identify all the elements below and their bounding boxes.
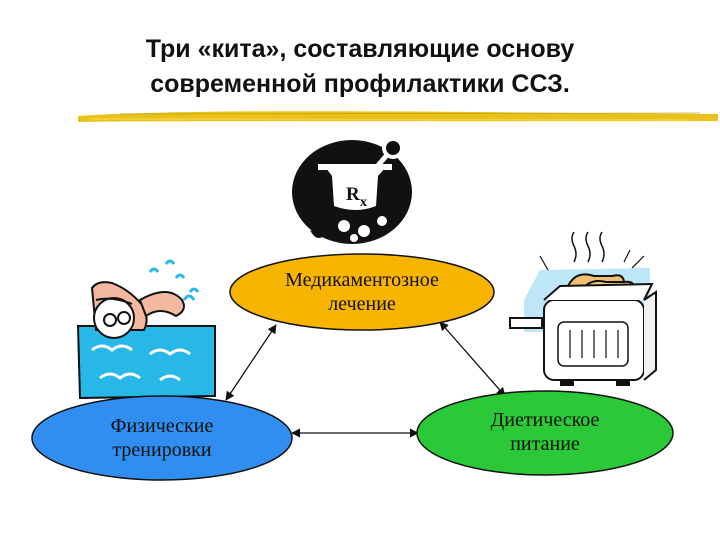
title-line-1: Три «кита», составляющие основу <box>145 35 575 63</box>
arrow-medication-diet <box>439 321 506 397</box>
diet-node-shape <box>416 390 674 476</box>
arrow-medication-physical <box>225 324 277 401</box>
toaster-icon <box>509 231 657 386</box>
physical-label-line-2: тренировки <box>112 439 212 461</box>
svg-text:x: x <box>360 195 367 210</box>
medication-node: Медикаментозное лечение <box>230 254 494 330</box>
physical-label-line-1: Физические <box>110 415 214 437</box>
slide-title: Три «кита», составляющие основу современ… <box>0 32 720 102</box>
diet-label-line-1: Диетическое <box>490 409 600 431</box>
physical-node-shape <box>31 395 293 481</box>
medication-label-line-1: Медикаментозное <box>285 269 439 291</box>
medication-label-line-2: лечение <box>328 293 396 315</box>
diet-node: Диетическое питание <box>417 390 673 474</box>
physical-node: Физические тренировки <box>32 396 292 480</box>
diet-label-line-2: питание <box>510 433 580 455</box>
medication-node-shape <box>229 253 495 331</box>
swimmer-icon <box>76 259 216 400</box>
title-line-2: современной профилактики ССЗ. <box>150 70 570 98</box>
mortar-pestle-rx-icon: R x <box>292 137 412 244</box>
svg-text:R: R <box>346 184 360 205</box>
